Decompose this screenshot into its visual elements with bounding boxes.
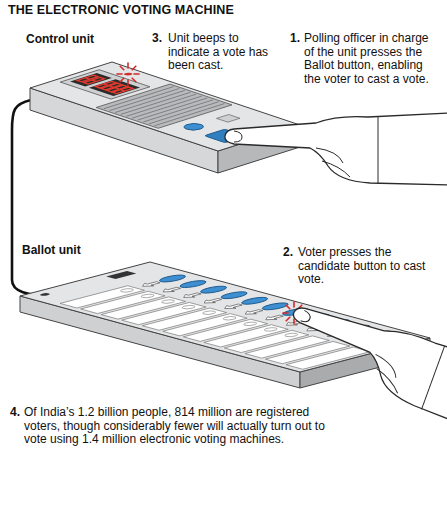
callout-number: 1. — [290, 32, 300, 46]
cable-socket — [38, 293, 51, 297]
burst-ray — [127, 80, 129, 85]
lid-ribs — [104, 87, 224, 126]
officer-hand — [225, 113, 447, 185]
beep-burst — [117, 63, 139, 85]
burst-ray — [132, 66, 136, 70]
diagram-title: THE ELECTRONIC VOTING MACHINE — [8, 4, 234, 18]
text-holder: THE ELECTRONIC VOTING MACHINE — [8, 4, 234, 18]
text-holder: 2. — [283, 246, 293, 260]
beep-lamp — [122, 72, 134, 76]
text-holder: Unit beeps to indicate a vote has been c… — [168, 32, 270, 73]
ballot-top-face — [20, 262, 430, 372]
display-digit — [112, 87, 133, 94]
text-holder: Ballot unit — [22, 244, 81, 258]
callout-text: Unit beeps to indicate a vote has been c… — [168, 32, 270, 73]
burst-ray — [127, 63, 129, 68]
text-holder: Of India’s 1.2 billion people, 814 milli… — [24, 406, 329, 447]
callout-text: Voter presses the candidate button to ca… — [298, 246, 428, 287]
burst-ray — [134, 73, 139, 75]
display-digit — [84, 77, 105, 84]
burst-ray — [293, 302, 295, 307]
burst-ray — [286, 305, 290, 309]
text-holder: Polling officer in charge of the unit pr… — [304, 32, 434, 86]
burst-ray — [117, 73, 122, 75]
burst-ray — [132, 78, 136, 82]
unit-label: Control unit — [26, 33, 94, 47]
text-holder: 3. — [152, 32, 162, 46]
burst-ray — [120, 66, 124, 70]
round-button — [180, 122, 208, 131]
callout-number: 3. — [152, 32, 162, 46]
callout-number: 4. — [10, 406, 20, 420]
callout-text: Polling officer in charge of the unit pr… — [304, 32, 434, 86]
cable — [12, 100, 45, 294]
text-holder: 1. — [290, 32, 300, 46]
note-text: Of India’s 1.2 billion people, 814 milli… — [24, 406, 329, 447]
burst-ray — [286, 317, 290, 321]
lid-rib — [155, 104, 225, 126]
text-holder: 4. — [10, 406, 20, 420]
burst-ray — [283, 312, 288, 314]
unit-label: Ballot unit — [22, 244, 81, 258]
ribbed-lid — [96, 84, 232, 128]
text-holder: Control unit — [26, 33, 94, 47]
lid-rib — [149, 102, 219, 124]
ballot-top — [20, 262, 430, 372]
text-holder: Voter presses the candidate button to ca… — [298, 246, 428, 287]
callout-number: 2. — [283, 246, 293, 260]
speaker-grille — [216, 114, 240, 122]
burst-ray — [120, 78, 124, 82]
ready-lamp — [106, 271, 136, 279]
burst-ray — [293, 319, 295, 324]
